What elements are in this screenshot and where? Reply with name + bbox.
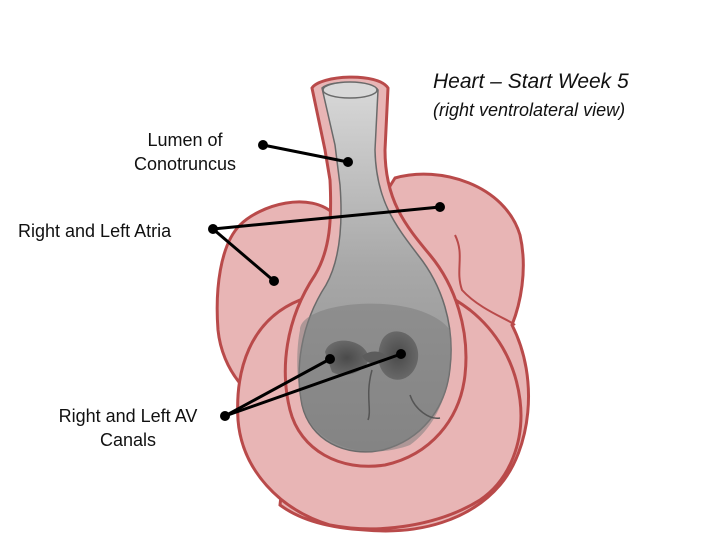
title-main: Heart – Start Week 5 (433, 70, 629, 93)
label-lumen-line1: Lumen of (147, 130, 223, 150)
leader-atria-dot-start (208, 224, 218, 234)
diagram-title: Heart – Start Week 5 (right ventrolatera… (433, 70, 629, 121)
leader-av-dot-start (220, 411, 230, 421)
label-av-line2: Canals (99, 430, 157, 450)
leader-lumen-dot-end (343, 157, 353, 167)
right-av-canal (325, 340, 369, 375)
leader-lumen-dot-start (258, 140, 268, 150)
label-lumen: Lumen of Conotruncus (110, 128, 260, 176)
leader-av-left (224, 352, 402, 418)
leader-atria-dot-left (269, 276, 279, 286)
label-lumen-line2: Conotruncus (133, 154, 237, 174)
label-atria: Right and Left Atria (18, 221, 172, 241)
leader-av-dot-left (396, 349, 406, 359)
right-ventricle-fold (454, 234, 516, 326)
leader-atria-dot-right (435, 202, 445, 212)
leader-av-right (224, 357, 331, 418)
lumen-top-opening (322, 81, 378, 99)
leader-lumen (262, 143, 349, 164)
leader-atria-left (212, 227, 275, 283)
lumen-fold-line (367, 369, 373, 421)
title-subtitle: (right ventrolateral view) (433, 100, 626, 120)
label-av-canals: Right and Left AV Canals (38, 404, 218, 452)
label-av-line1: Right and Left AV (58, 406, 198, 426)
leader-atria-right (212, 205, 441, 231)
leader-av-dot-right (325, 354, 335, 364)
leader-lines (208, 140, 445, 421)
lumen-fold-line-2 (409, 394, 441, 419)
